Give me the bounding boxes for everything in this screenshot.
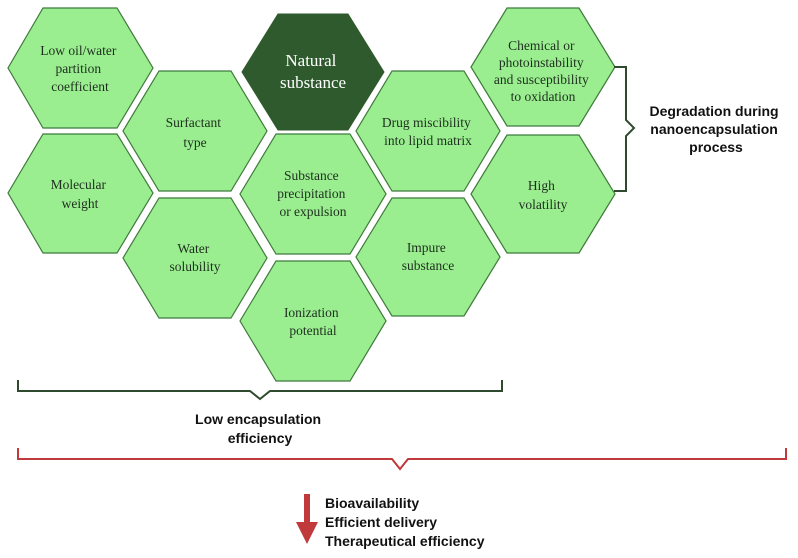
hex-high-volatility-line1: High (528, 178, 555, 193)
low-encapsulation-bracket (17, 380, 503, 401)
hex-ionization: Ionization potential (239, 260, 387, 382)
hex-low-partition-shape (7, 7, 154, 129)
hex-water-solubility-shape (122, 197, 268, 319)
degradation-label: Degradation during nanoencapsulation pro… (649, 103, 782, 155)
hex-low-partition-line3: coefficient (51, 79, 109, 94)
hex-natural-substance-shape (241, 13, 385, 131)
svg-text:Low oil/water partition: Low oil/water partition coefficient (40, 43, 119, 94)
hex-molecular-weight-line2: weight (62, 196, 99, 211)
hex-molecular-weight-line1: Molecular (51, 177, 107, 192)
hex-natural-substance: Natural substance (241, 13, 385, 131)
overall-bracket (17, 448, 787, 471)
hex-chemical-instability: Chemical or photoinstability and suscept… (470, 7, 616, 127)
hex-surfactant-type-line2: type (183, 135, 206, 150)
outcome-efficient-delivery: Efficient delivery (325, 514, 437, 530)
hex-low-partition-line1: Low oil/water (40, 43, 117, 58)
low-encapsulation-label: Low encapsulation efficiency (195, 411, 325, 446)
hex-high-volatility: High volatility (470, 134, 616, 254)
svg-text:Ionization potential: Ionization potential (284, 305, 342, 338)
hex-precipitation-shape (239, 133, 387, 255)
hex-water-solubility: Water solubility (122, 197, 268, 319)
hex-chemical-instability-line3: and susceptibility (494, 72, 589, 87)
outcome-therapeutical-efficiency: Therapeutical efficiency (325, 533, 485, 549)
hex-surfactant-type: Surfactant type (122, 70, 268, 192)
hex-drug-miscibility: Drug miscibility into lipid matrix (355, 70, 501, 192)
svg-text:Drug miscibility into li: Drug miscibility into lipid matrix (382, 115, 474, 148)
hex-precipitation-line3: or expulsion (279, 204, 346, 219)
hex-ionization-line1: Ionization (284, 305, 339, 320)
hex-water-solubility-line2: solubility (169, 259, 220, 274)
svg-text:Natural substance: Natural substance (280, 51, 346, 92)
hex-ionization-line2: potential (289, 323, 336, 338)
svg-text:Substance precipitation: Substance precipitation or expulsion (277, 168, 349, 219)
degradation-label-line2: nanoencapsulation (650, 121, 778, 137)
hex-impure-substance-line2: substance (402, 258, 454, 273)
hex-natural-substance-line2: substance (280, 73, 346, 92)
svg-text:Water solubility: Water solubility (169, 241, 220, 274)
degradation-bracket (614, 66, 636, 192)
degradation-label-line1: Degradation during (649, 103, 778, 119)
hex-low-partition-line2: partition (55, 61, 101, 76)
hex-precipitation-line2: precipitation (277, 186, 345, 201)
svg-text:High volatility: High volatility (519, 178, 568, 212)
hex-chemical-instability-line2: photoinstability (499, 55, 584, 70)
hex-drug-miscibility-line1: Drug miscibility (382, 115, 471, 130)
hex-molecular-weight: Molecular weight (7, 133, 154, 254)
hex-surfactant-type-line1: Surfactant (166, 115, 222, 130)
low-encapsulation-line1: Low encapsulation (195, 411, 321, 427)
hex-drug-miscibility-shape (355, 70, 501, 192)
hex-molecular-weight-shape (7, 133, 154, 254)
hex-natural-substance-line1: Natural (285, 51, 336, 70)
svg-text:Impure substance: Impure substance (402, 240, 454, 273)
hex-high-volatility-shape (470, 134, 616, 254)
hex-high-volatility-line2: volatility (519, 197, 568, 212)
hex-drug-miscibility-line2: into lipid matrix (384, 133, 472, 148)
svg-text:Molecular weight: Molecular weight (51, 177, 110, 211)
svg-text:Chemical or photoinstabi: Chemical or photoinstability and suscept… (494, 38, 592, 104)
outcomes-list: Bioavailability Efficient delivery Thera… (325, 495, 485, 549)
hex-water-solubility-line1: Water (177, 241, 209, 256)
degradation-label-line3: process (689, 139, 743, 155)
hex-chemical-instability-shape (470, 7, 616, 127)
hex-precipitation: Substance precipitation or expulsion (239, 133, 387, 255)
hex-impure-substance-shape (355, 197, 501, 317)
hex-impure-substance: Impure substance (355, 197, 501, 317)
decrease-arrow-icon (296, 494, 318, 544)
hex-chemical-instability-line4: to oxidation (511, 89, 576, 104)
outcome-bioavailability: Bioavailability (325, 495, 419, 511)
hex-impure-substance-line1: Impure (407, 240, 446, 255)
hex-surfactant-type-shape (122, 70, 268, 192)
hex-precipitation-line1: Substance (284, 168, 339, 183)
hex-ionization-shape (239, 260, 387, 382)
svg-text:Surfactant type: Surfactant type (166, 115, 225, 150)
hex-low-partition: Low oil/water partition coefficient (7, 7, 154, 129)
low-encapsulation-line2: efficiency (228, 430, 293, 446)
hex-chemical-instability-line1: Chemical or (508, 38, 575, 53)
